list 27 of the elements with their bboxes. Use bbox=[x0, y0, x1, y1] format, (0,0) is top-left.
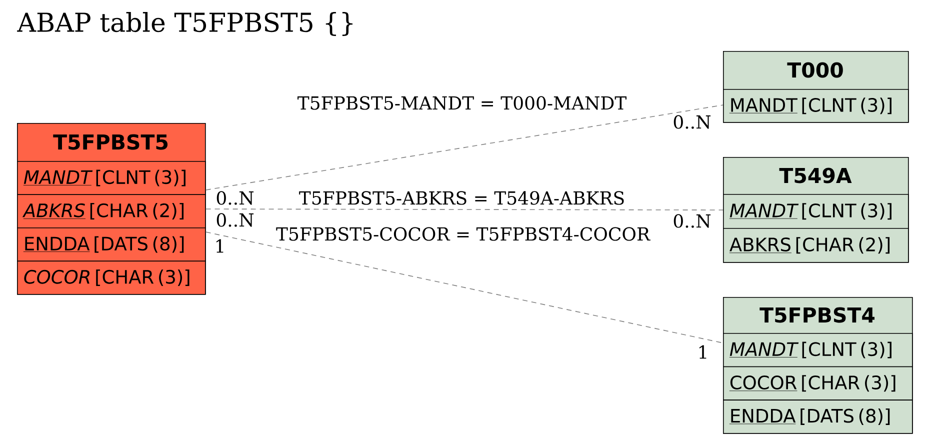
table-name: T000 bbox=[787, 62, 843, 78]
field-row: ABKRS [CHAR (2)] bbox=[723, 228, 909, 263]
cardinality-label: 0..N bbox=[214, 212, 256, 228]
table-name: T549A bbox=[779, 168, 852, 184]
cardinality-label: 0..N bbox=[672, 213, 712, 229]
diagram-title: ABAP table T5FPBST5 {} bbox=[17, 12, 352, 36]
table-name: T5FPBST5 bbox=[53, 134, 168, 150]
relation-line bbox=[205, 208, 724, 210]
field-row: COCOR [CHAR (3)] bbox=[723, 366, 913, 400]
field-row: MANDT [CLNT (3)] bbox=[723, 89, 909, 123]
table-name: T5FPBST4 bbox=[760, 307, 874, 323]
field-row: MANDT [CLNT (3)] bbox=[723, 333, 913, 368]
field-row: ENDDA [DATS (8)] bbox=[17, 228, 206, 262]
cardinality-label: 0..N bbox=[214, 190, 256, 206]
field-row: ENDDA [DATS (8)] bbox=[723, 400, 913, 434]
relation-line bbox=[205, 104, 724, 190]
field-row: MANDT [CLNT (3)] bbox=[723, 194, 909, 229]
cardinality-label: 0..N bbox=[672, 114, 712, 130]
relation-line bbox=[205, 232, 724, 344]
edge-label: T5FPBST5-MANDT = T000-MANDT bbox=[296, 95, 628, 111]
field-row: MANDT [CLNT (3)] bbox=[17, 161, 206, 196]
edge-label: T5FPBST5-ABKRS = T549A-ABKRS bbox=[298, 190, 626, 206]
edge-label: T5FPBST5-COCOR = T5FPBST4-COCOR bbox=[274, 226, 652, 242]
field-row: COCOR [CHAR (3)] bbox=[17, 260, 206, 295]
cardinality-label: 1 bbox=[696, 344, 710, 360]
cardinality-label: 1 bbox=[213, 238, 227, 254]
field-row: ABKRS [CHAR (2)] bbox=[17, 194, 206, 228]
